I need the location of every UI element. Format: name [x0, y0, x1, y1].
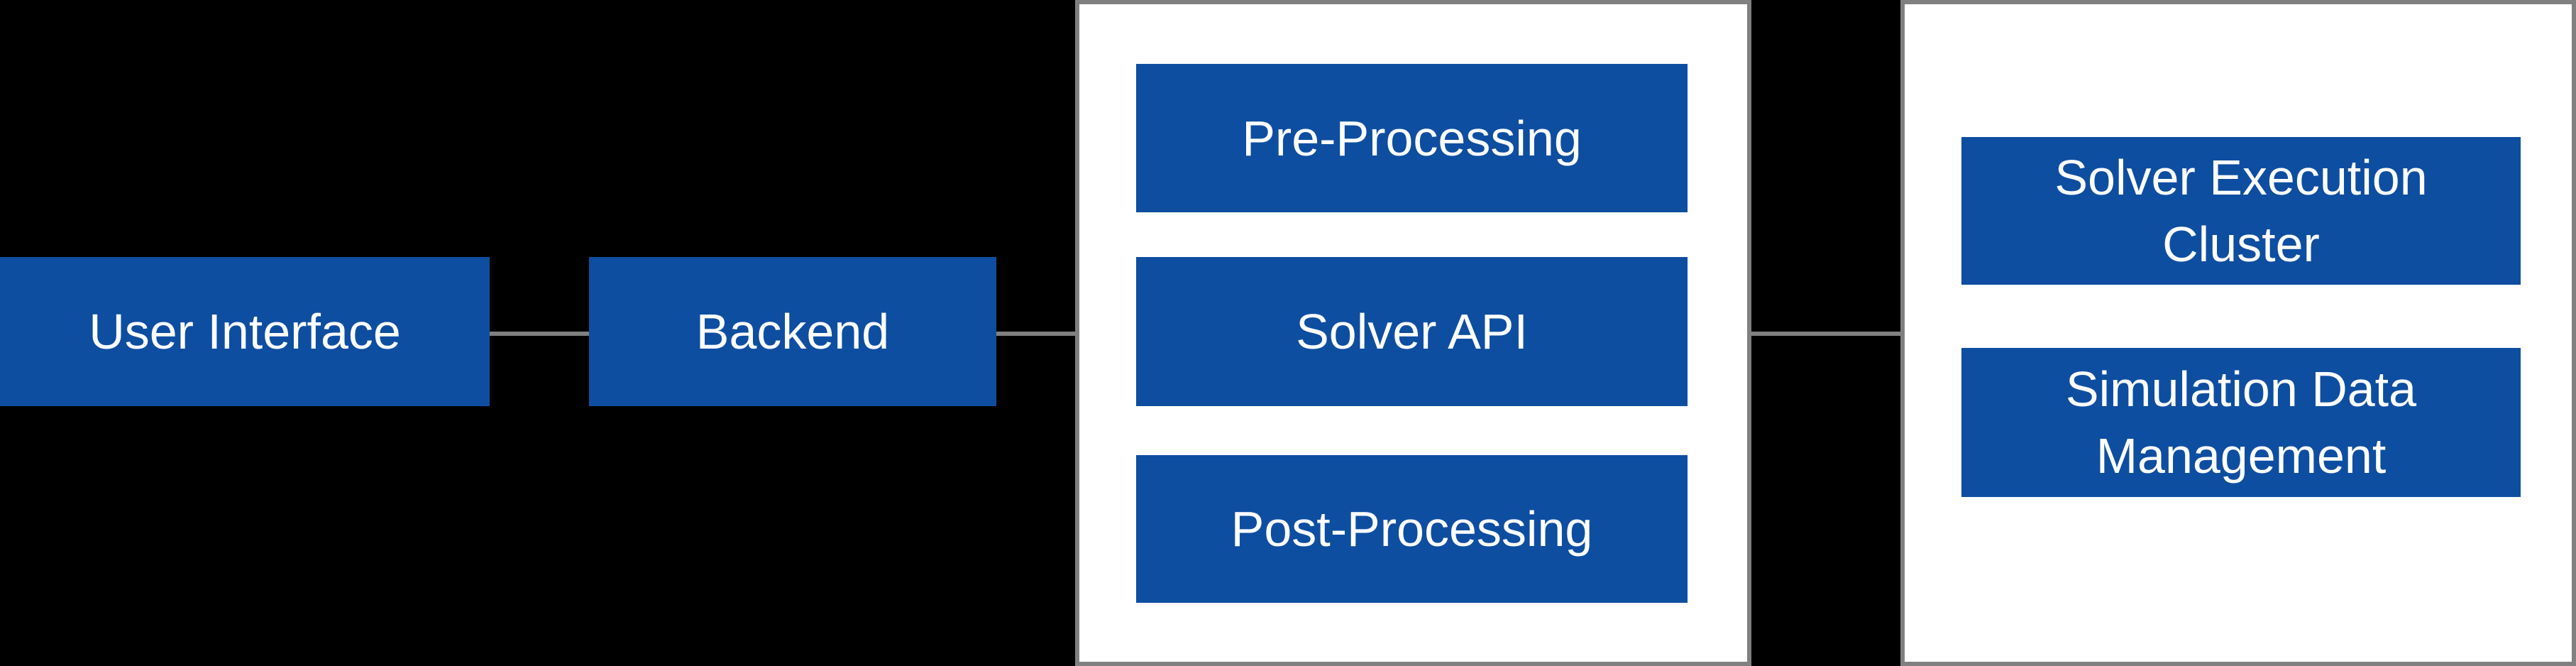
node-label: Backend	[695, 304, 890, 359]
node-label: Simulation Data Management	[2065, 361, 2417, 484]
node-label: Solver Execution Cluster	[2054, 150, 2428, 272]
node-simulation-data-management: Simulation Data Management	[1961, 348, 2521, 497]
group-execution: Solver Execution Cluster Simulation Data…	[1900, 0, 2576, 666]
node-label: User Interface	[89, 304, 401, 359]
node-user-interface: User Interface	[0, 257, 490, 406]
node-backend: Backend	[589, 257, 996, 406]
connector-ui-backend	[490, 332, 589, 336]
node-label: Post-Processing	[1231, 501, 1593, 557]
node-solver-execution-cluster: Solver Execution Cluster	[1961, 137, 2521, 285]
group-solver-core: Pre-Processing Solver API Post-Processin…	[1075, 0, 1751, 666]
node-label: Solver API	[1296, 304, 1528, 359]
connector-backend-core	[996, 332, 1075, 336]
node-label: Pre-Processing	[1242, 110, 1582, 166]
node-pre-processing: Pre-Processing	[1136, 64, 1688, 212]
connector-core-cluster	[1751, 332, 1900, 336]
node-solver-api: Solver API	[1136, 257, 1688, 406]
node-post-processing: Post-Processing	[1136, 455, 1688, 603]
